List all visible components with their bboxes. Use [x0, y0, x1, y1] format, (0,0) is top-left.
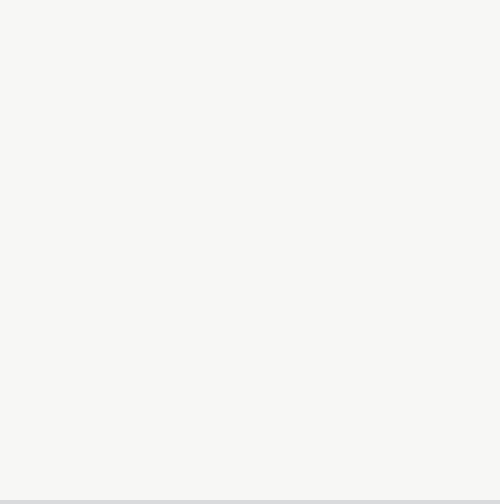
floor-plan-page: 2622005020026215411111452744543624110011… — [0, 0, 500, 500]
paper-sheet — [0, 0, 500, 500]
